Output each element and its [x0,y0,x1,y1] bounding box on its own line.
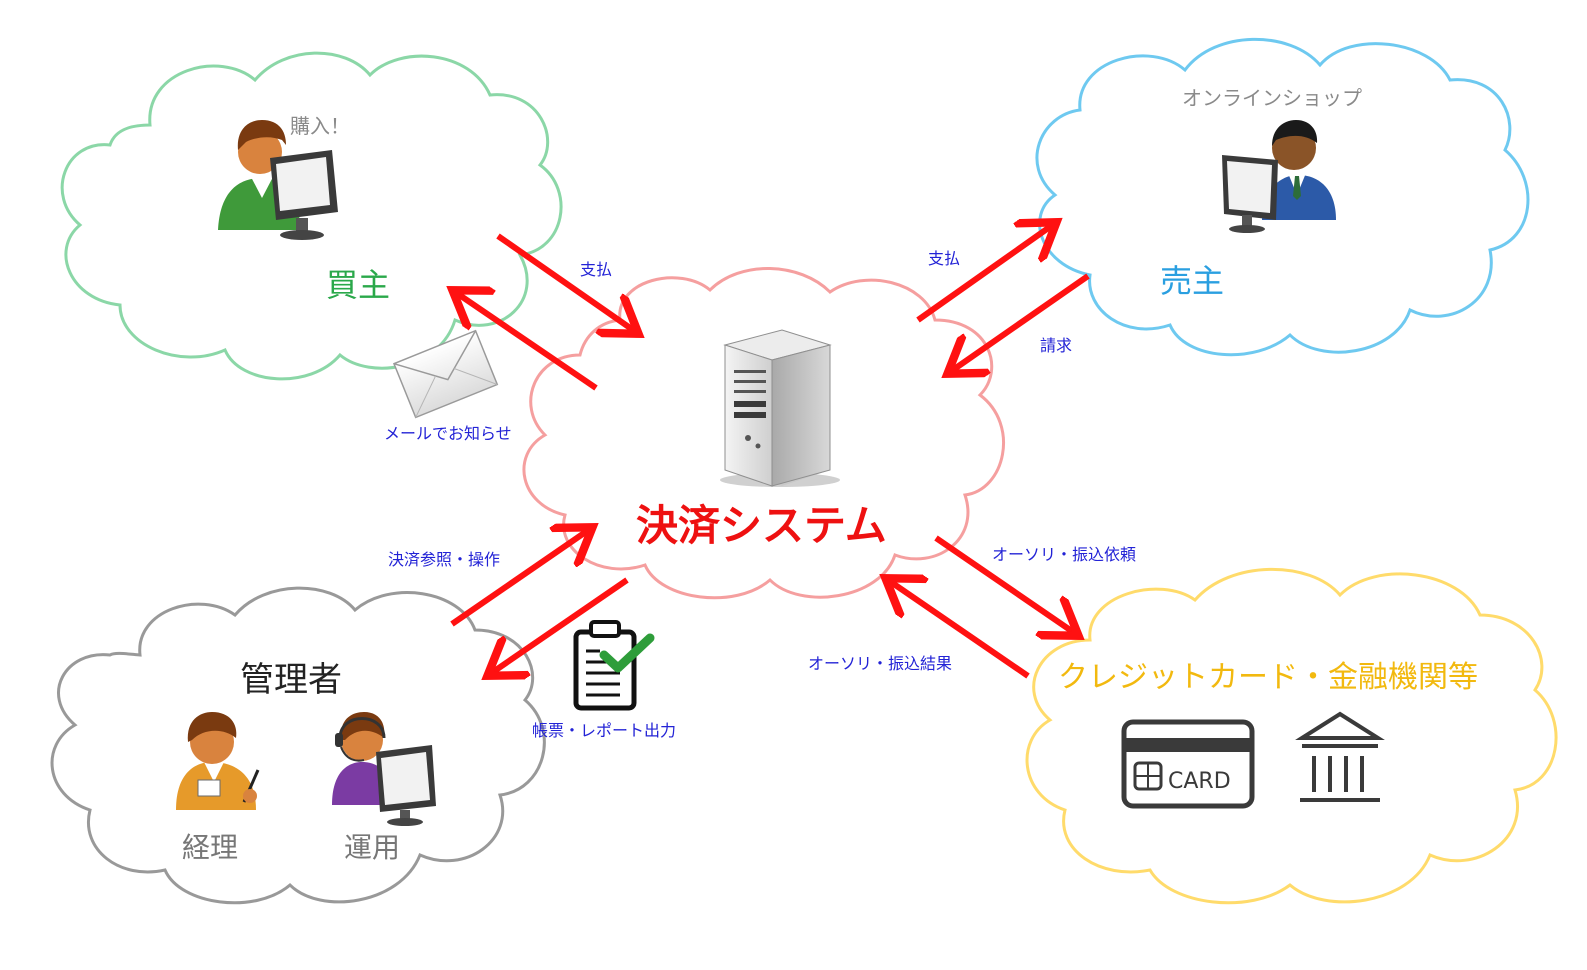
arrow-center-to-seller [916,224,1054,323]
admin-role-operations: 運用 [344,831,401,864]
clipboard-check-icon [573,620,655,711]
finance-cloud [1025,567,1558,905]
label-mail-notice: メールでお知らせ [384,424,512,443]
arrow-center-to-finance [934,535,1076,634]
bank-building-icon [1295,711,1385,802]
label-seller-pay: 支払 [928,249,961,268]
credit-card-icon: CARD [1121,719,1255,809]
label-auth-result: オーソリ・振込結果 [808,654,953,673]
buyer-cloud [60,51,563,381]
label-report-out: 帳票・レポート出力 [532,721,677,740]
card-label: CARD [1168,769,1231,794]
buyer-note: 購入！ [290,114,350,138]
label-admin-ref: 決済参照・操作 [388,550,501,569]
arrow-center-to-buyer [455,292,598,391]
admin-cloud [50,586,546,905]
arrow-center-to-admin [490,577,629,674]
person-at-computer-icon [218,120,338,240]
envelope-icon [392,329,499,419]
arrow-finance-to-center [888,580,1030,679]
admin-role-accounting: 経理 [182,831,239,864]
arrow-seller-to-center [950,273,1090,372]
label-buyer-pay: 支払 [580,260,613,279]
arrow-admin-to-center [450,529,590,627]
admin-title: 管理者 [240,660,342,700]
buyer-title: 買主 [326,266,391,304]
label-seller-bill: 請求 [1040,336,1073,355]
center-title: 決済システム [636,501,887,550]
arrow-buyer-to-center [496,233,636,332]
businessman-at-computer-icon [1222,120,1336,233]
finance-title: クレジットカード・金融機関等 [1058,660,1478,695]
seller-note: オンラインショップ [1182,86,1362,110]
accountant-person-icon [176,712,260,810]
headset-operator-icon [332,712,436,826]
server-tower-icon [720,329,840,487]
seller-title: 売主 [1160,262,1225,300]
arrows [450,224,1090,679]
label-auth-request: オーソリ・振込依頼 [992,545,1137,564]
